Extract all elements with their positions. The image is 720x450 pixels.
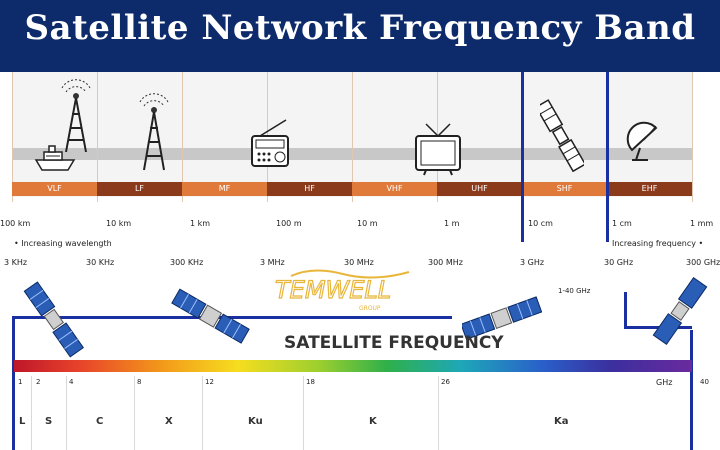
ship-icon [34, 145, 76, 171]
range-marker-3ghz [521, 72, 524, 242]
band-vhf: VHF [352, 182, 437, 196]
band-separator [303, 376, 304, 450]
band-mf: MF [182, 182, 267, 196]
frame-connector [624, 326, 692, 329]
page-title: Satellite Network Frequency Band [24, 8, 696, 48]
satellite-frequency-title: SATELLITE FREQUENCY [284, 333, 504, 353]
frame-right-line [690, 330, 693, 450]
frame-top-line [12, 316, 452, 319]
ghz-tick: 26 [441, 378, 450, 386]
frequency-note: Increasing frequency • [612, 239, 704, 248]
wavelength-note: • Increasing wavelength [14, 239, 112, 248]
wavelength-label: 100 km [0, 219, 31, 228]
radio-icon [251, 119, 289, 167]
band-ku: Ku [248, 416, 263, 427]
band-separator [31, 376, 32, 450]
wavelength-label: 10 km [106, 219, 132, 228]
band-separator [438, 376, 439, 450]
ghz-unit: GHz [656, 378, 673, 387]
wavelength-label: 100 m [276, 219, 302, 228]
band-separator [66, 376, 67, 450]
temwell-logo: TEMWELL GROUP [274, 269, 410, 312]
ghz-tick: 1 [18, 378, 23, 386]
radio-tower-icon [61, 79, 91, 153]
band-uhf: UHF [437, 182, 522, 196]
band-shf: SHF [522, 182, 607, 196]
frequency-label: 30 GHz [604, 258, 634, 267]
wavelength-label: 10 m [357, 219, 378, 228]
wavelength-label: 1 cm [612, 219, 632, 228]
band-k: K [369, 416, 377, 427]
ghz-tick: 8 [137, 378, 142, 386]
ghz-tick: 18 [306, 378, 315, 386]
frequency-label: 300 KHz [170, 258, 204, 267]
wavelength-label: 10 cm [528, 219, 553, 228]
band-s: S [45, 416, 53, 427]
tv-icon [415, 123, 461, 176]
frequency-label: 300 MHz [428, 258, 463, 267]
band-vlf: VLF [12, 182, 97, 196]
ghz-tick: 4 [69, 378, 74, 386]
band-divider [692, 72, 693, 202]
satellite-icon [652, 277, 708, 345]
satellite-icon [23, 281, 85, 358]
band-divider [352, 72, 353, 202]
band-divider [182, 72, 183, 202]
ghz-tick: 40 [700, 378, 709, 386]
wavelength-label: 1 mm [690, 219, 714, 228]
satellite-range-label: 1-40 GHz [558, 287, 591, 295]
band-separator [134, 376, 135, 450]
range-marker-30ghz [606, 72, 609, 242]
ghz-tick: 12 [205, 378, 214, 386]
band-c: C [96, 416, 104, 427]
band-lf: LF [97, 182, 182, 196]
frequency-label: 3 KHz [4, 258, 28, 267]
satellite-icon [462, 296, 542, 340]
band-divider [12, 72, 13, 202]
band-ka: Ka [554, 416, 569, 427]
satellite-dish-icon [626, 121, 658, 161]
logo-subtext: GROUP [359, 305, 381, 312]
title-bar: Satellite Network Frequency Band [0, 0, 720, 72]
ghz-tick: 2 [36, 378, 41, 386]
band-l: L [19, 416, 26, 427]
frequency-label: 30 KHz [86, 258, 115, 267]
frame-connector [624, 292, 627, 328]
frequency-spectrum-bar [14, 360, 692, 372]
frequency-label: 300 GHz [686, 258, 720, 267]
satellite-icon [540, 99, 584, 173]
band-divider [97, 72, 98, 202]
band-separator [202, 376, 203, 450]
frequency-label: 3 GHz [520, 258, 545, 267]
frame-left-line [12, 316, 15, 450]
wavelength-label: 1 m [444, 219, 460, 228]
band-hf: HF [267, 182, 352, 196]
band-x: X [165, 416, 173, 427]
satellite-icon [171, 288, 250, 344]
logo-text: TEMWELL [275, 276, 391, 304]
band-ehf: EHF [607, 182, 692, 196]
wavelength-label: 1 km [190, 219, 211, 228]
frequency-label: 3 MHz [260, 258, 285, 267]
radio-tower-icon [139, 93, 169, 171]
frequency-label: 30 MHz [344, 258, 374, 267]
